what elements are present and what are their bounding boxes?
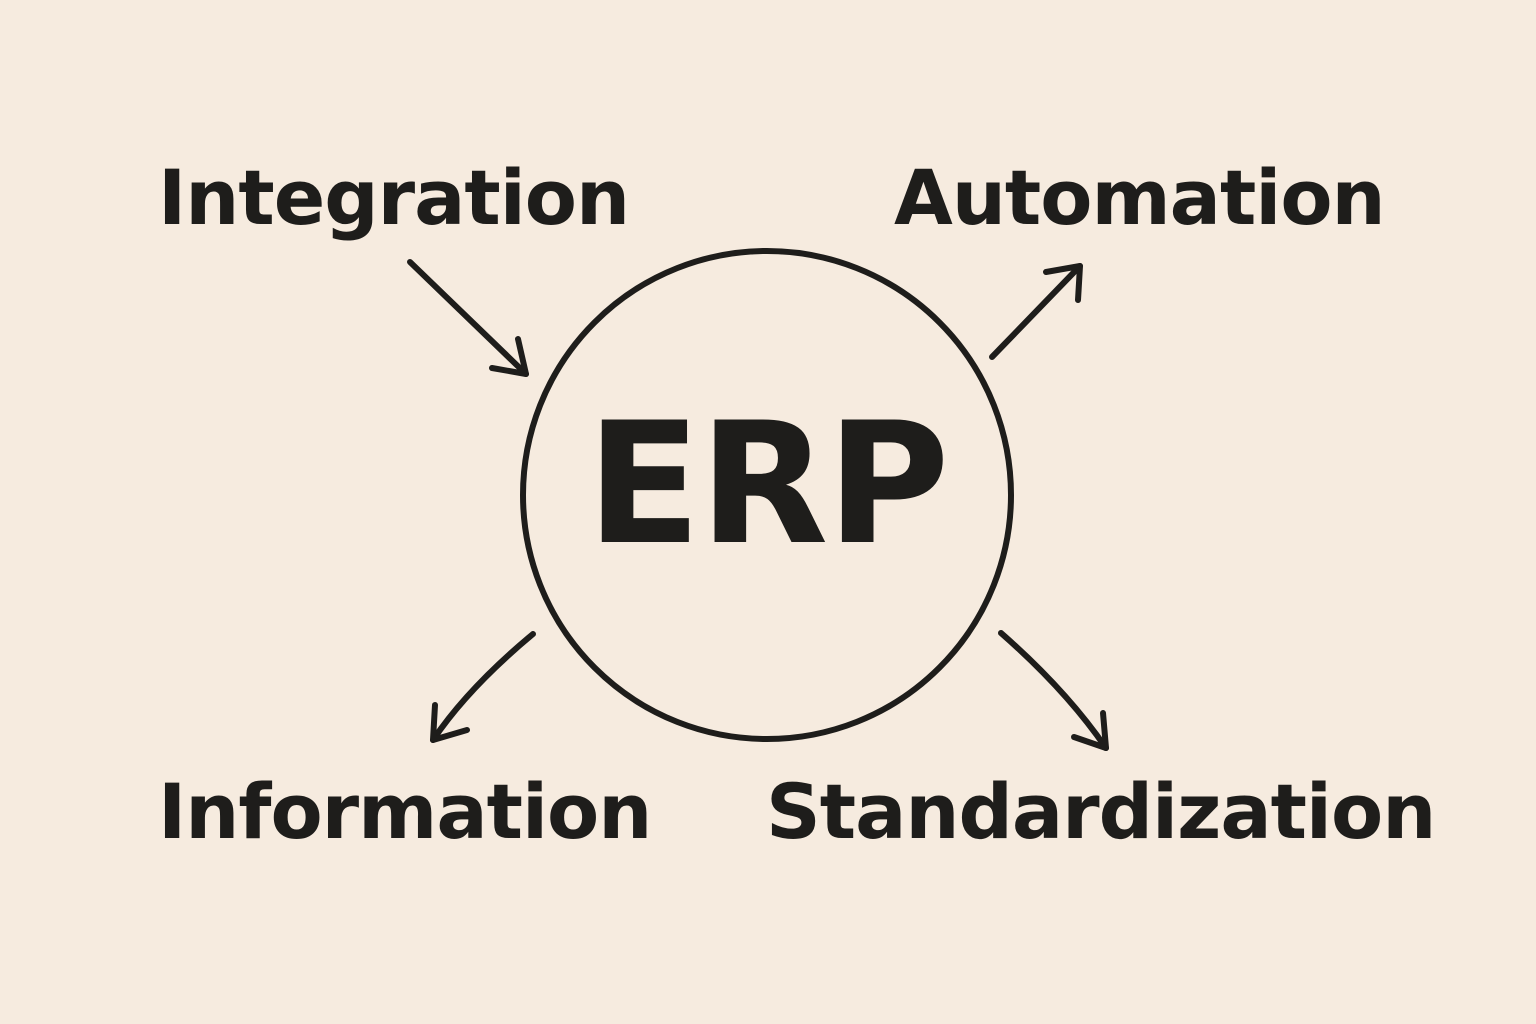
erp-label: ERP (586, 386, 949, 582)
automation-label: Automation (894, 153, 1386, 242)
standardization-label: Standardization (766, 767, 1436, 856)
arrow-erp-to-information (430, 631, 536, 743)
arrow-erp-to-automation (989, 263, 1083, 360)
arrow-erp-to-standardization (998, 630, 1109, 751)
arrow-integration-to-erp (407, 259, 529, 377)
information-label: Information (158, 767, 652, 856)
erp-circle (520, 248, 1014, 742)
integration-label: Integration (158, 153, 630, 242)
